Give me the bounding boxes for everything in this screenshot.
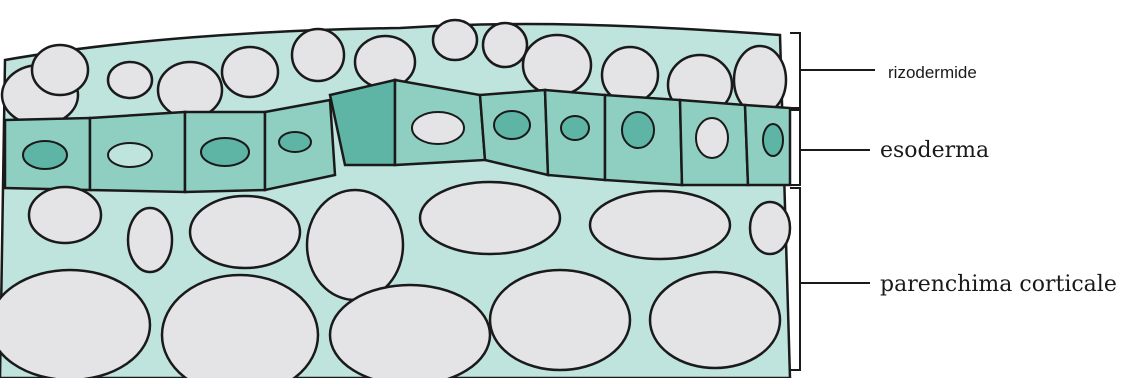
label-rizodermide: rizodermide: [888, 63, 977, 83]
label-parenchima-corticale: parenchima corticale: [880, 272, 1117, 297]
label-esoderma: esoderma: [880, 138, 989, 163]
